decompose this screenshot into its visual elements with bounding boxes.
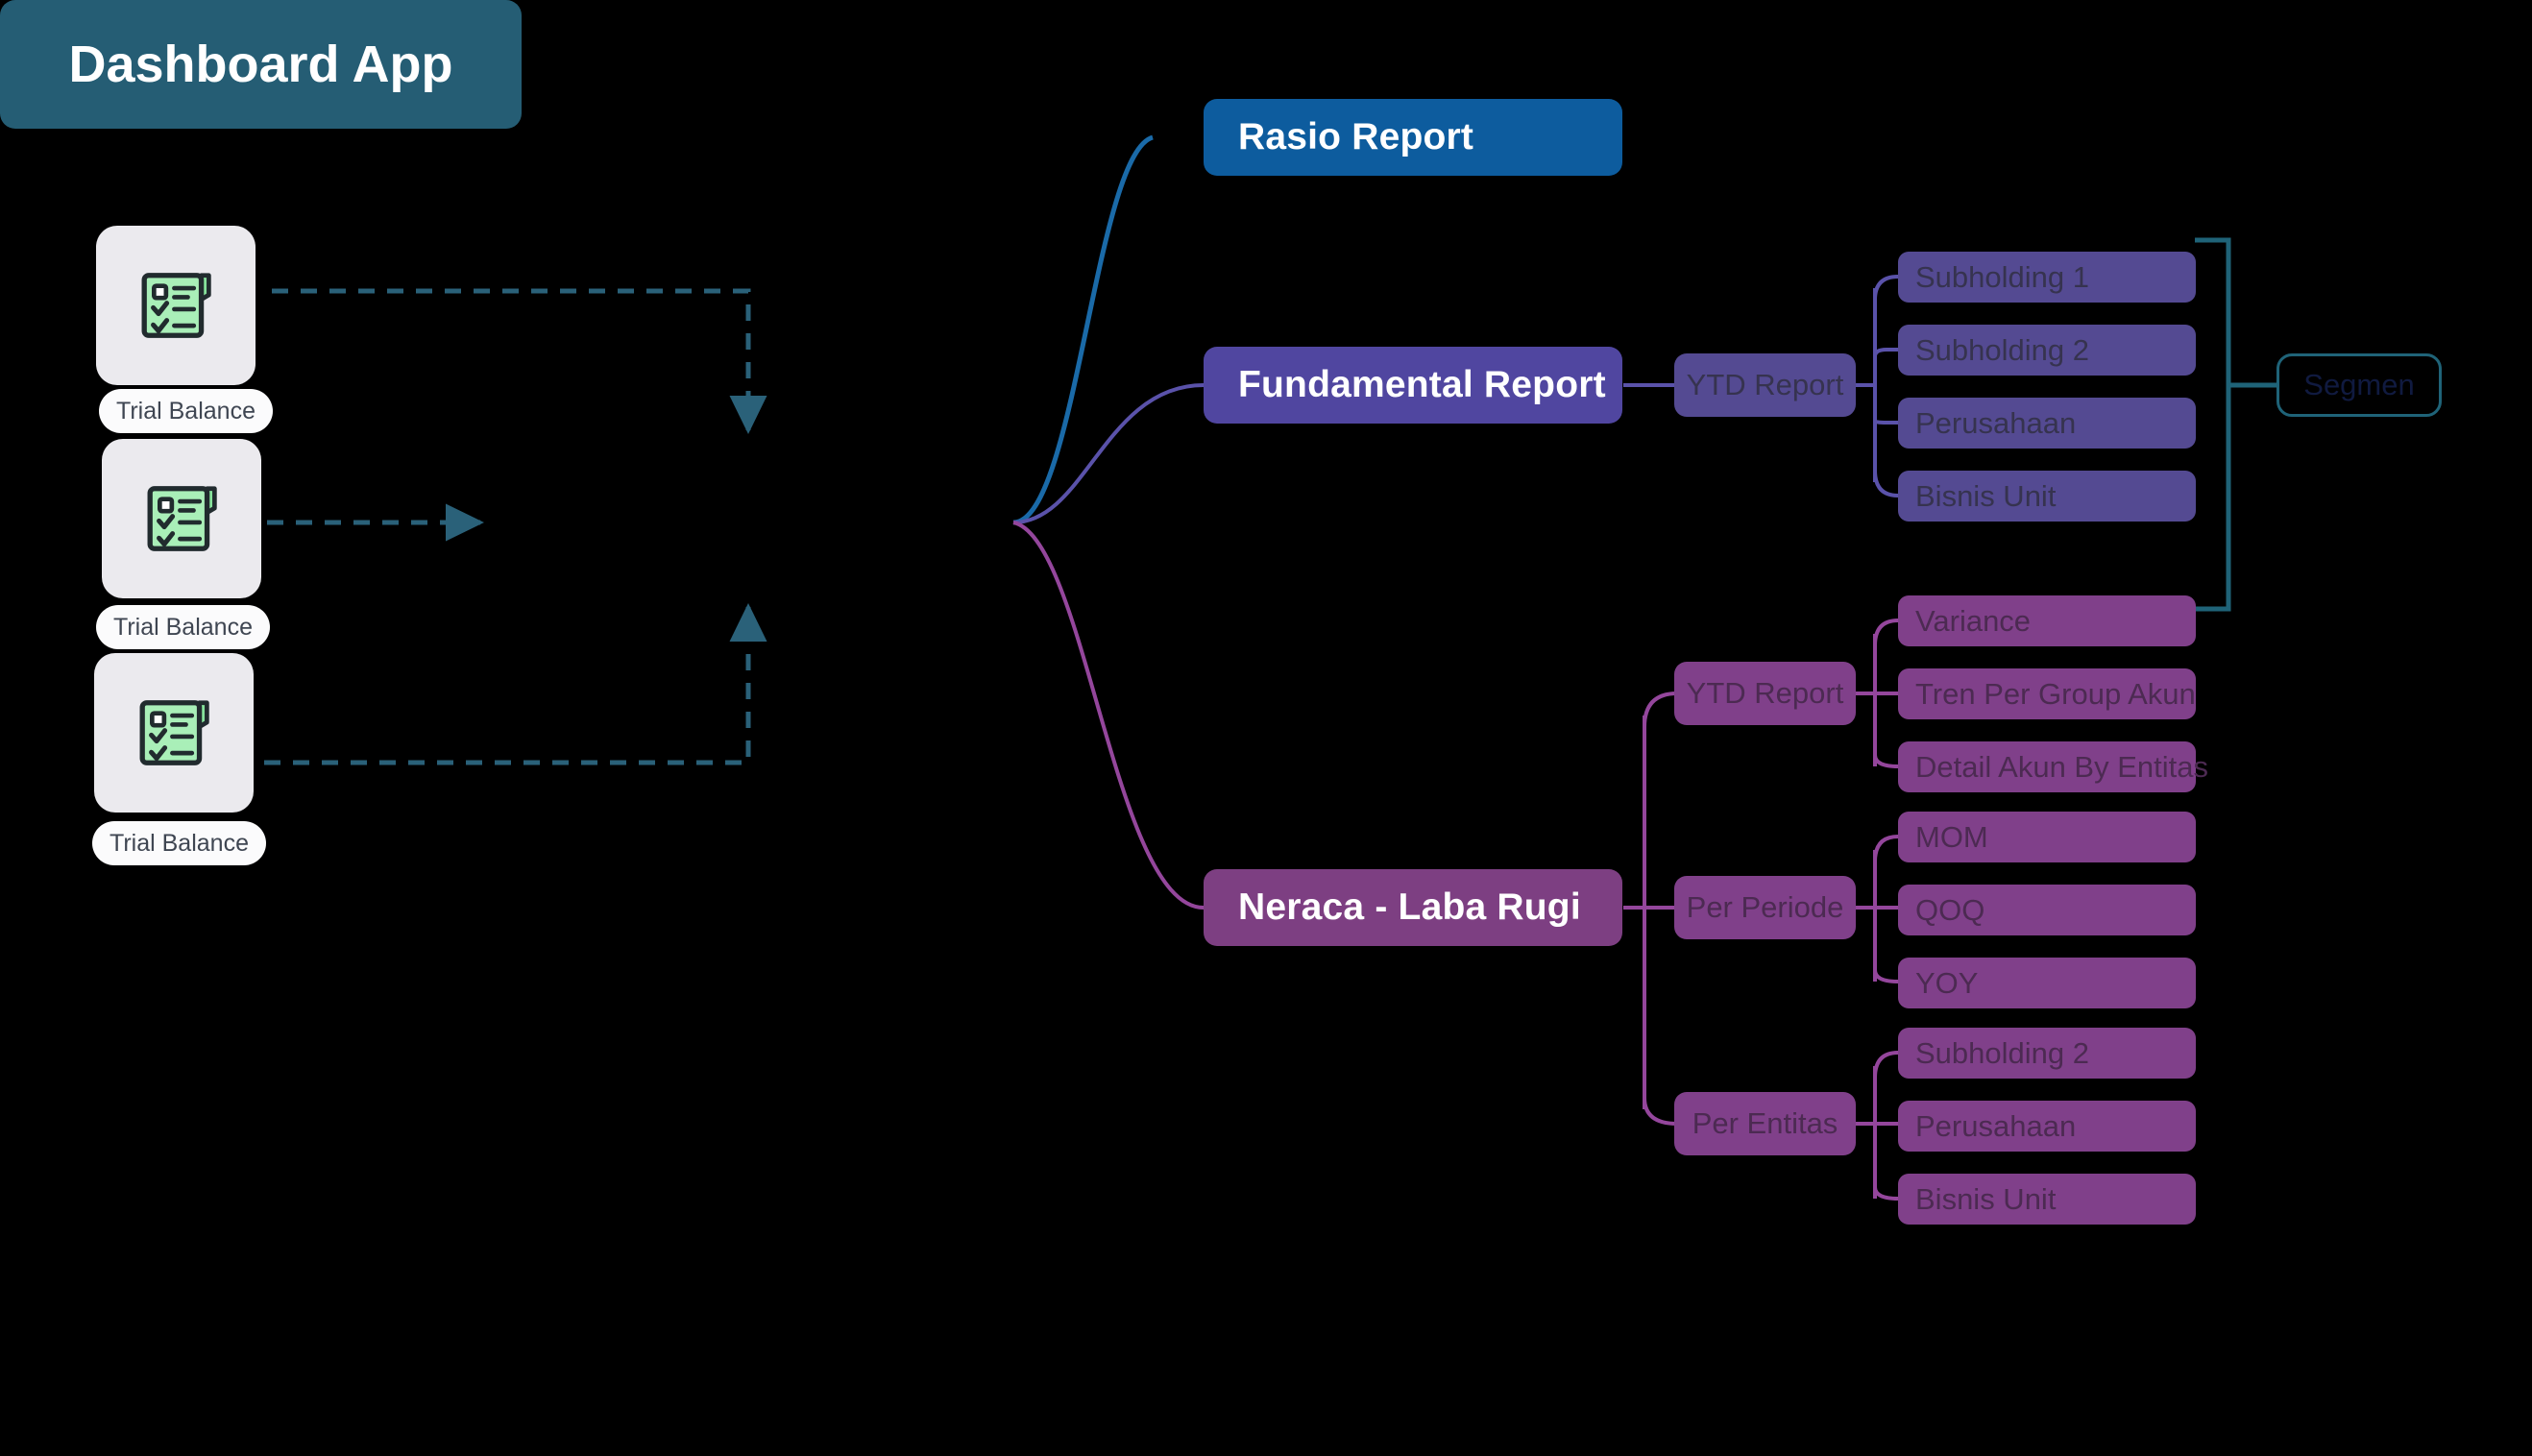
node-label: Bisnis Unit	[1915, 478, 2057, 513]
node-dashboard-app[interactable]: Dashboard App	[0, 0, 522, 129]
edge-root-neraca	[1012, 521, 1205, 910]
checklist-document-icon	[147, 486, 217, 551]
bracket-segmen	[2195, 237, 2276, 612]
node-label: MOM	[1915, 819, 1988, 854]
source-label-2: Trial Balance	[92, 821, 266, 865]
node-label: Dashboard App	[68, 36, 453, 93]
node-neraca-leaf-yoy[interactable]: YOY	[1898, 958, 2196, 1008]
source-card-0[interactable]	[96, 226, 256, 385]
node-label: YTD Report	[1686, 676, 1844, 710]
node-neraca-ytd-report[interactable]: YTD Report	[1674, 662, 1856, 725]
edge-neraca-periode-leaves	[1856, 835, 1899, 983]
edge-root-rasio	[1012, 134, 1155, 525]
node-fundamental-report[interactable]: Fundamental Report	[1204, 347, 1622, 424]
node-fundamental-leaf-perusahaan[interactable]: Perusahaan	[1898, 398, 2196, 449]
node-label: Variance	[1915, 603, 2032, 638]
node-label: QOQ	[1915, 892, 1985, 927]
node-neraca-leaf-tren-per-group-akun[interactable]: Tren Per Group Akun	[1898, 668, 2196, 719]
source-label-text: Trial Balance	[116, 397, 256, 425]
node-segmen[interactable]: Segmen	[2276, 353, 2442, 417]
node-label: Bisnis Unit	[1915, 1181, 2057, 1216]
dashed-arrow-bottom	[264, 602, 767, 765]
source-label-0: Trial Balance	[99, 389, 273, 433]
checklist-document-icon	[139, 700, 209, 765]
node-neraca-leaf-qoq[interactable]: QOQ	[1898, 885, 2196, 935]
node-neraca-leaf-subholding-2[interactable]: Subholding 2	[1898, 1028, 2196, 1079]
node-fundamental-leaf-subholding-2[interactable]: Subholding 2	[1898, 325, 2196, 376]
source-label-1: Trial Balance	[96, 605, 270, 649]
source-card-1[interactable]	[102, 439, 261, 598]
node-neraca-leaf-perusahaan[interactable]: Perusahaan	[1898, 1101, 2196, 1152]
node-label: YOY	[1915, 965, 1979, 1000]
edge-neraca-ytd-leaves	[1856, 619, 1899, 768]
node-fundamental-leaf-subholding-1[interactable]: Subholding 1	[1898, 252, 2196, 303]
node-fundamental-leaf-bisnis-unit[interactable]: Bisnis Unit	[1898, 471, 2196, 522]
node-label: Fundamental Report	[1238, 364, 1606, 405]
node-label: Rasio Report	[1238, 116, 1474, 158]
node-label: Detail Akun By Entitas	[1915, 749, 2208, 784]
source-card-2[interactable]	[94, 653, 254, 813]
node-label: Subholding 2	[1915, 332, 2089, 367]
node-neraca-leaf-bisnis-unit[interactable]: Bisnis Unit	[1898, 1174, 2196, 1225]
node-label: Segmen	[2303, 368, 2415, 401]
edge-neraca-entitas-leaves	[1856, 1051, 1899, 1201]
node-neraca-per-periode[interactable]: Per Periode	[1674, 876, 1856, 939]
edge-ytd-fundamental-leaves	[1856, 275, 1899, 497]
edge-neraca-mid	[1623, 692, 1678, 1126]
checklist-document-icon	[141, 273, 211, 338]
node-neraca-laba-rugi[interactable]: Neraca - Laba Rugi	[1204, 869, 1622, 946]
node-label: Tren Per Group Akun	[1915, 676, 2196, 711]
node-rasio-report[interactable]: Rasio Report	[1204, 99, 1622, 176]
node-label: Perusahaan	[1915, 405, 2077, 440]
node-label: YTD Report	[1686, 368, 1844, 401]
source-label-text: Trial Balance	[110, 829, 249, 857]
node-label: Per Entitas	[1692, 1106, 1838, 1140]
source-label-text: Trial Balance	[113, 613, 253, 641]
node-label: Subholding 1	[1915, 259, 2089, 294]
node-neraca-leaf-detail-akun-by-entitas[interactable]: Detail Akun By Entitas	[1898, 741, 2208, 792]
edge-root-fundamental	[1012, 383, 1205, 524]
node-label: Perusahaan	[1915, 1108, 2077, 1143]
node-label: Subholding 2	[1915, 1035, 2089, 1070]
node-label: Per Periode	[1686, 890, 1844, 924]
node-neraca-leaf-variance[interactable]: Variance	[1898, 595, 2196, 646]
node-neraca-leaf-mom[interactable]: MOM	[1898, 812, 2196, 862]
dashed-arrow-top	[272, 288, 767, 435]
node-label: Neraca - Laba Rugi	[1238, 886, 1581, 928]
node-neraca-per-entitas[interactable]: Per Entitas	[1674, 1092, 1856, 1155]
node-fundamental-ytd-report[interactable]: YTD Report	[1674, 353, 1856, 417]
